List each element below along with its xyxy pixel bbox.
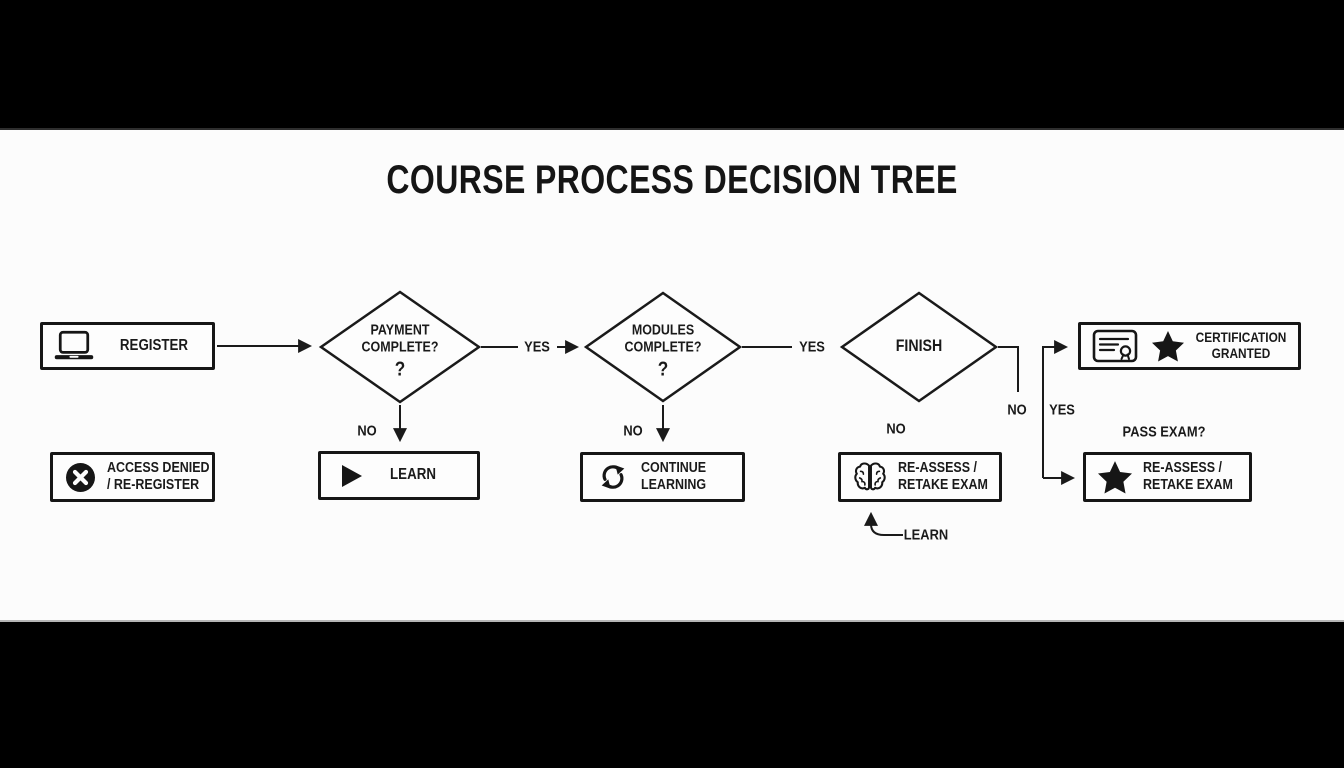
node-reassess-retake-exam: RE-ASSESS / RETAKE EXAM <box>1083 452 1252 502</box>
edge-label-finish-no-elbow: NO <box>1007 401 1027 419</box>
letterbox-top <box>0 0 1344 128</box>
letterbox-bottom <box>0 622 1344 768</box>
edge-label-modules-yes: YES <box>796 338 828 356</box>
star-icon <box>1098 460 1132 494</box>
reassess-retake-exam-label: RE-ASSESS / RETAKE EXAM <box>1143 459 1233 493</box>
payment-decision-label: PAYMENT COMPLETE? ? <box>361 322 439 381</box>
register-label: REGISTER <box>119 336 189 354</box>
certification-granted-label: CERTIFICATION GRANTED <box>1195 329 1287 361</box>
question-mark: ? <box>394 358 406 381</box>
learn-annotation: LEARN <box>903 526 949 544</box>
edge-label-payment-yes: YES <box>521 338 553 356</box>
edge-label-finish-no-below: NO <box>886 420 906 438</box>
node-register: REGISTER <box>40 322 215 370</box>
refresh-icon <box>596 460 630 494</box>
edge-label-finish-yes: YES <box>1049 401 1075 419</box>
reassess-retake-label: RE-ASSESS / RETAKE EXAM <box>898 459 988 493</box>
certificate-icon <box>1092 328 1138 364</box>
finish-decision-label: FINISH <box>895 337 943 356</box>
edge-label-modules-no: NO <box>623 422 643 440</box>
node-access-denied: ACCESS DENIED / RE-REGISTER <box>50 452 215 502</box>
access-denied-label: ACCESS DENIED / RE-REGISTER <box>107 459 210 493</box>
pass-exam-question: PASS EXAM? <box>1122 423 1206 441</box>
play-icon <box>341 464 363 488</box>
node-reassess-retake: RE-ASSESS / RETAKE EXAM <box>838 452 1002 502</box>
learn-label: LEARN <box>390 466 436 484</box>
laptop-icon <box>52 329 96 363</box>
page-title: COURSE PROCESS DECISION TREE <box>386 158 958 202</box>
x-circle-icon <box>65 462 96 493</box>
node-learn: LEARN <box>318 451 480 500</box>
brain-icon <box>852 461 888 493</box>
continue-learning-label: CONTINUE LEARNING <box>641 459 707 493</box>
edge-label-payment-no: NO <box>357 422 377 440</box>
node-continue-learning: CONTINUE LEARNING <box>580 452 745 502</box>
question-mark: ? <box>657 358 669 381</box>
modules-decision-label: MODULES COMPLETE? ? <box>624 322 702 381</box>
star-icon <box>1152 330 1184 362</box>
node-certification-granted: CERTIFICATION GRANTED <box>1078 322 1301 370</box>
